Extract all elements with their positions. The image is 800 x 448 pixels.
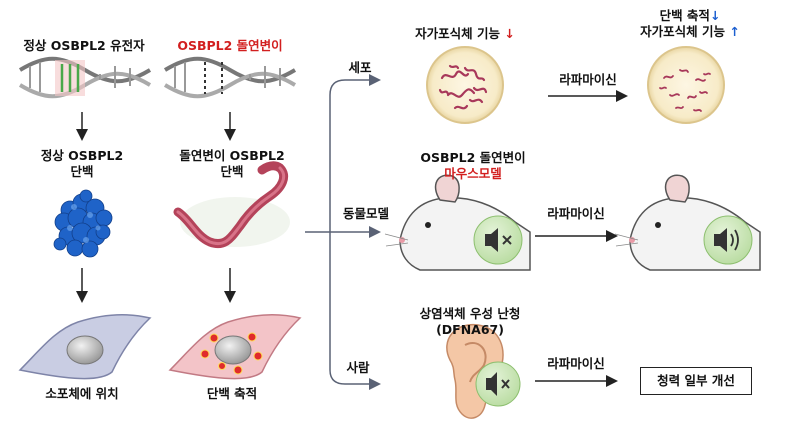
branch-cell-label: 세포 xyxy=(348,60,372,75)
mouse-model-label: OSBPL2 돌연변이 마우스모델 xyxy=(420,150,526,181)
down-arrow-icon: ↓ xyxy=(504,26,515,41)
dfna67-label: 상염색체 우성 난청 (DFNA67) xyxy=(419,306,521,337)
normal-protein-icon xyxy=(53,189,113,258)
mouse-after-icon xyxy=(614,174,761,271)
mutant-cell-icon xyxy=(168,314,302,380)
mouse-rapamycin-label: 라파마이신 xyxy=(547,206,605,221)
mouse-before-icon xyxy=(384,174,531,271)
normal-cell-icon xyxy=(18,314,152,380)
normal-gene-label: 정상 OSBPL2 유전자 xyxy=(23,38,145,53)
down-arrow-icon: ↓ xyxy=(709,8,721,23)
mutant-gene-label: OSBPL2 돌연변이 xyxy=(177,38,283,53)
petri-dish-after-icon xyxy=(647,46,725,124)
mutant-dna-icon xyxy=(163,56,297,99)
autophagy-decreased-label: 자가포식체 기능 ↓ xyxy=(415,26,515,41)
normal-location-label: 소포체에 위치 xyxy=(45,386,119,401)
branch-connector xyxy=(305,74,381,390)
up-arrow-icon: ↑ xyxy=(729,24,740,39)
normal-dna-icon xyxy=(18,56,152,99)
petri-dish-before-icon xyxy=(426,46,504,124)
cell-result-label: 단백 축적↓ 자가포식체 기능 ↑ xyxy=(640,8,740,39)
mutant-location-label: 단백 축적 xyxy=(206,386,258,401)
human-rapamycin-label: 라파마이신 xyxy=(547,356,605,371)
mutant-protein-icon xyxy=(173,161,290,248)
branch-animal-label: 동물모델 xyxy=(342,206,389,221)
ear-icon xyxy=(446,324,521,419)
cell-rapamycin-label: 라파마이신 xyxy=(559,72,617,87)
branch-human-label: 사람 xyxy=(346,360,370,375)
hearing-improvement-box: 청력 일부 개선 xyxy=(640,367,752,395)
